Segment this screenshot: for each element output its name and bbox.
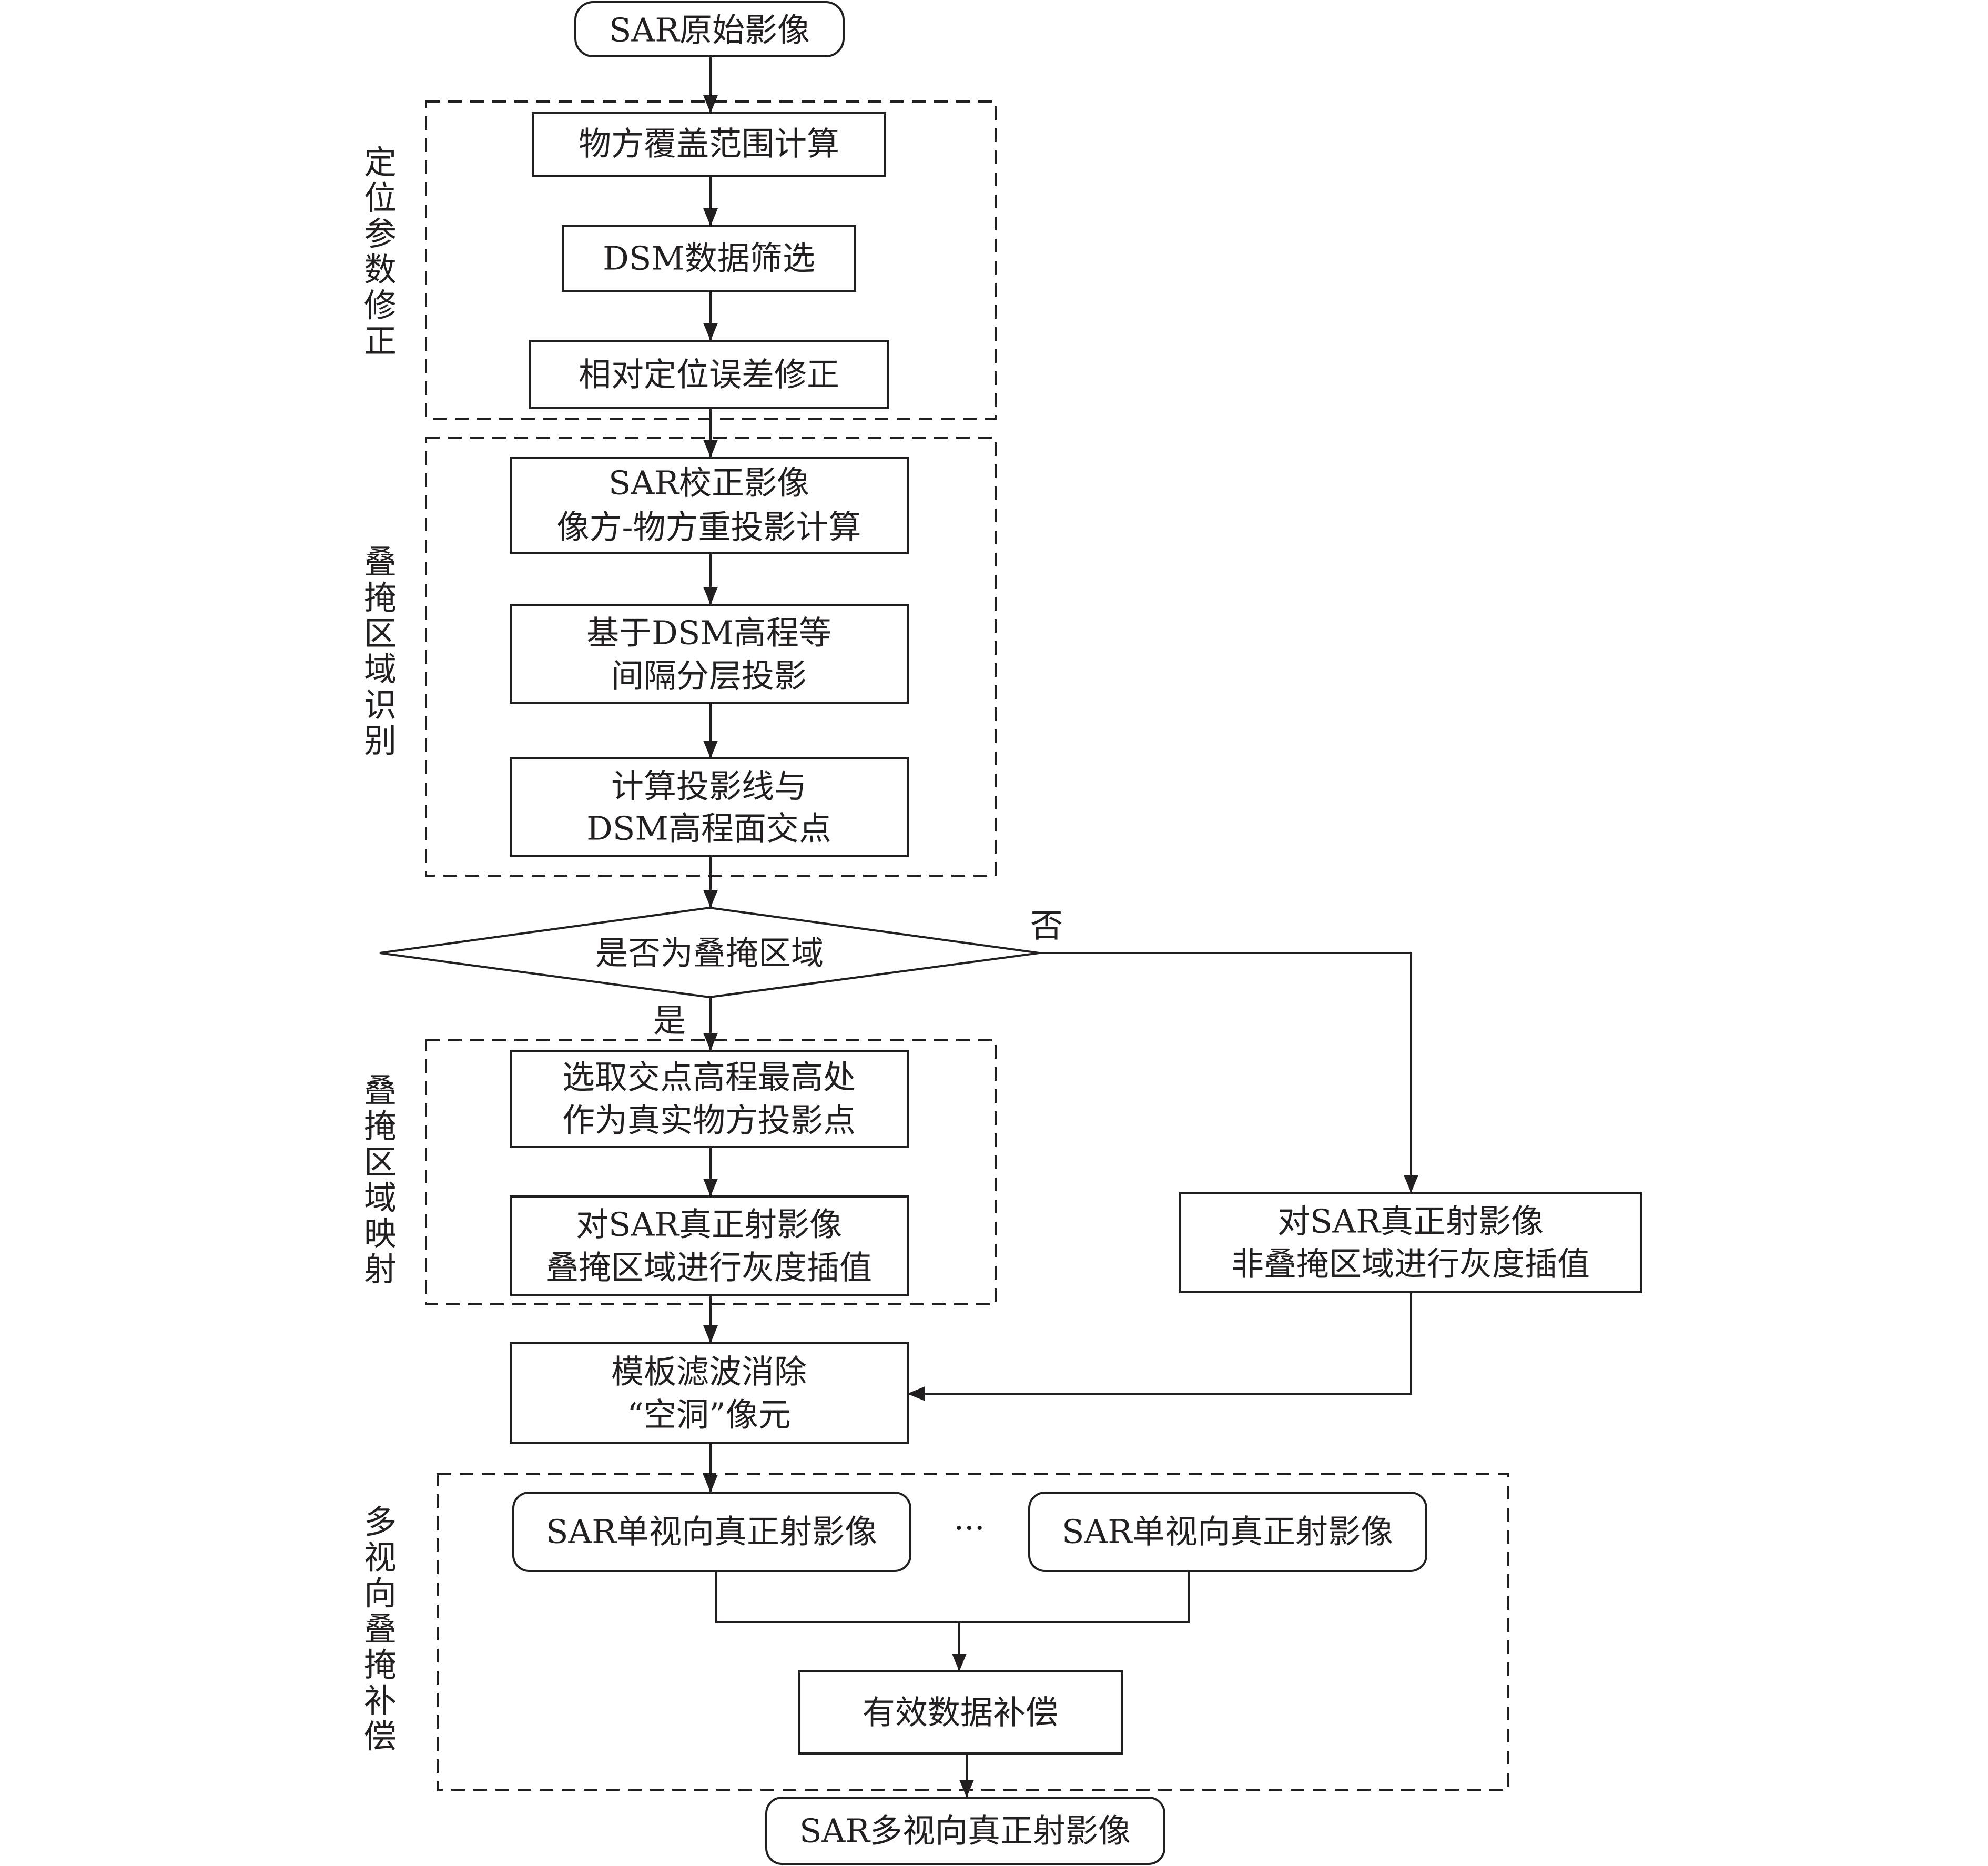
group-label-char: 掩 [364, 1107, 397, 1145]
group-label-char: 映 [364, 1214, 397, 1253]
group-label-char: 向 [364, 1574, 397, 1613]
node-decision: 是否为叠掩区域 [379, 906, 1040, 999]
group-label-char: 参 [364, 215, 397, 253]
edge-nointerp-filter [907, 1292, 1412, 1401]
node-single-view-a: SAR单视向真正射影像 [512, 1492, 911, 1572]
group-label-char: 正 [364, 322, 397, 360]
node-rel-correct: 相对定位误差修正 [529, 340, 889, 409]
group-label-char: 叠 [364, 1071, 397, 1110]
node-template-filter-line1: 模板滤波消除 [611, 1353, 807, 1391]
group-label-char: 视 [364, 1538, 397, 1577]
edge-singles-merge [715, 1571, 1190, 1623]
group-label-char: 掩 [364, 579, 397, 617]
group-label-char: 偿 [364, 1717, 397, 1756]
node-rel-correct-label: 相对定位误差修正 [579, 356, 839, 394]
group-label-char: 掩 [364, 1646, 397, 1684]
node-template-filter-line2: “空洞”像元 [627, 1396, 790, 1434]
node-layover-interp: 对SAR真正射影像 叠掩区域进行灰度插值 [510, 1195, 909, 1296]
node-reprojection-line2: 像方-物方重投影计算 [557, 508, 861, 546]
node-single-view-b-label: SAR单视向真正射影像 [1062, 1513, 1393, 1551]
group-label-layover-mapping: 叠 掩 区 域 映 射 [364, 1071, 397, 1289]
group-label-char: 叠 [364, 543, 397, 581]
group-label-char: 多 [364, 1503, 397, 1541]
group-label-char: 叠 [364, 1610, 397, 1648]
node-layer-projection: 基于DSM高程等 间隔分层投影 [510, 604, 909, 704]
edge-decision-nointerp-no [1039, 952, 1418, 1193]
group-label-layover-identification: 叠 掩 区 域 识 别 [364, 543, 397, 760]
node-select-highest-line2: 作为真实物方投影点 [562, 1101, 856, 1140]
node-single-view-b: SAR单视向真正射影像 [1028, 1492, 1427, 1572]
node-nonlayover-interp-line2: 非叠掩区域进行灰度插值 [1231, 1245, 1590, 1283]
node-nonlayover-interp-line1: 对SAR真正射影像 [1277, 1202, 1544, 1241]
node-reprojection-line1: SAR校正影像 [608, 464, 809, 502]
node-coverage: 物方覆盖范围计算 [532, 112, 886, 177]
node-layer-projection-line1: 基于DSM高程等 [586, 614, 831, 652]
node-decision-label: 是否为叠掩区域 [595, 934, 824, 972]
node-intersection-line1: 计算投影线与 [611, 767, 807, 806]
group-label-char: 区 [364, 614, 397, 653]
group-label-char: 域 [364, 1179, 397, 1217]
node-end: SAR多视向真正射影像 [765, 1797, 1165, 1865]
node-layover-interp-line2: 叠掩区域进行灰度插值 [546, 1249, 872, 1287]
group-label-char: 区 [364, 1143, 397, 1181]
node-start-label: SAR原始影像 [609, 11, 810, 49]
group-label-char: 定 [364, 143, 397, 181]
node-select-highest-line1: 选取交点高程最高处 [562, 1058, 856, 1097]
node-compensation-label: 有效数据补偿 [863, 1693, 1058, 1732]
group-label-char: 识 [364, 686, 397, 724]
node-template-filter: 模板滤波消除 “空洞”像元 [510, 1342, 909, 1444]
node-nonlayover-interp: 对SAR真正射影像 非叠掩区域进行灰度插值 [1179, 1192, 1642, 1293]
group-label-char: 别 [364, 722, 397, 760]
group-label-char: 域 [364, 650, 397, 688]
node-compensation: 有效数据补偿 [798, 1670, 1123, 1755]
ellipsis: ··· [954, 1509, 985, 1547]
node-layover-interp-line1: 对SAR真正射影像 [576, 1205, 842, 1244]
node-single-view-a-label: SAR单视向真正射影像 [546, 1513, 877, 1551]
group-label-char: 射 [364, 1250, 397, 1289]
node-end-label: SAR多视向真正射影像 [799, 1812, 1131, 1850]
node-intersection-line2: DSM高程面交点 [586, 809, 831, 848]
group-frame-layover-mapping [425, 1039, 997, 1305]
group-label-char: 补 [364, 1681, 397, 1720]
group-label-char: 数 [364, 250, 397, 289]
node-intersection: 计算投影线与 DSM高程面交点 [510, 757, 909, 857]
node-start: SAR原始影像 [574, 1, 845, 57]
node-dsm-filter-label: DSM数据筛选 [603, 239, 815, 278]
edge-label-yes: 是 [653, 1001, 686, 1040]
group-label-multiview-compensation: 多 视 向 叠 掩 补 偿 [364, 1503, 397, 1756]
node-select-highest: 选取交点高程最高处 作为真实物方投影点 [510, 1050, 909, 1148]
node-dsm-filter: DSM数据筛选 [562, 225, 856, 292]
group-label-char: 修 [364, 286, 397, 324]
edge-label-no: 否 [1030, 907, 1063, 945]
group-label-positioning: 定 位 参 数 修 正 [364, 143, 397, 360]
node-reprojection: SAR校正影像 像方-物方重投影计算 [510, 457, 909, 554]
node-layer-projection-line2: 间隔分层投影 [611, 657, 807, 695]
group-label-char: 位 [364, 179, 397, 217]
node-coverage-label: 物方覆盖范围计算 [579, 125, 839, 163]
